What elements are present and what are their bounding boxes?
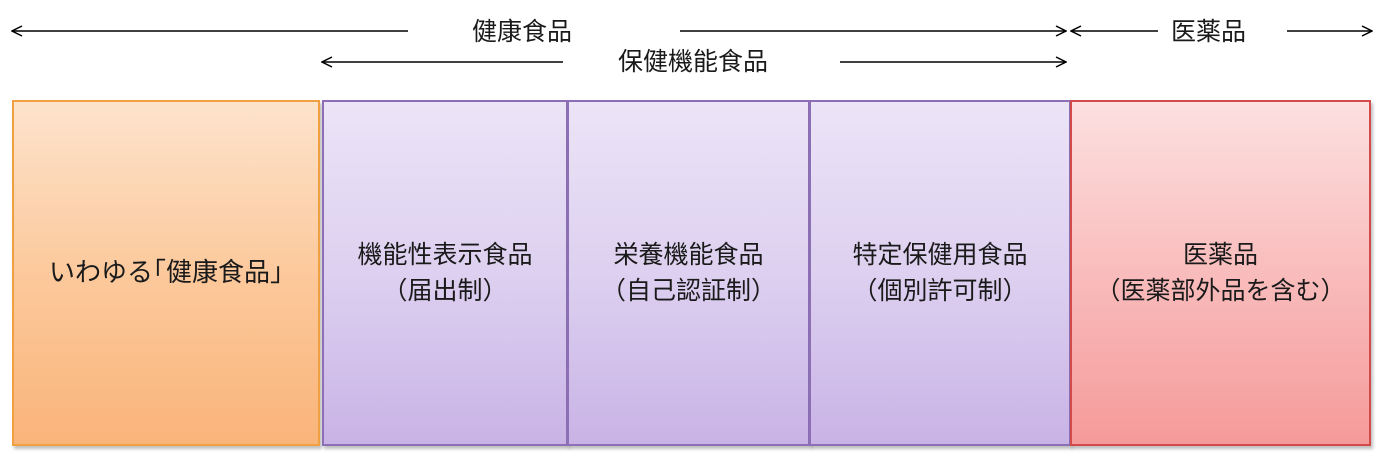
box-iyakuhin-line2: （医薬部外品を含む） — [1095, 276, 1346, 305]
box-tokutei-line2: （個別許可制） — [852, 276, 1028, 305]
range-label-kenko-shokuhin: 健康食品 — [466, 17, 579, 47]
box-eiyou-kinou-shokuhin: 栄養機能食品 （自己認証制） — [567, 100, 810, 446]
box-eiyou-line1: 栄養機能食品 — [613, 240, 764, 269]
range-arrows — [0, 0, 1384, 90]
range-label-hoken-kinou-shokuhin: 保健機能食品 — [612, 47, 775, 77]
box-iyakuhin: 医薬品 （医薬部外品を含む） — [1070, 100, 1371, 446]
box-tokutei-line1: 特定保健用食品 — [852, 240, 1028, 269]
box-kinousei-hyouji-shokuhin: 機能性表示食品 （届出制） — [322, 100, 568, 446]
box-eiyou-line2: （自己認証制） — [600, 276, 776, 305]
box-tokutei-hokenyou-shokuhin: 特定保健用食品 （個別許可制） — [809, 100, 1071, 446]
box-iwayuru-line1: いわゆる｢健康食品｣ — [48, 258, 283, 288]
box-iyakuhin-line1: 医薬品 — [1182, 240, 1258, 269]
box-kinousei-line2: （届出制） — [382, 276, 508, 305]
box-kinousei-line1: 機能性表示食品 — [357, 240, 533, 269]
box-iwayuru-kenko-shokuhin: いわゆる｢健康食品｣ — [12, 100, 320, 446]
range-label-iyakuhin: 医薬品 — [1165, 17, 1253, 47]
